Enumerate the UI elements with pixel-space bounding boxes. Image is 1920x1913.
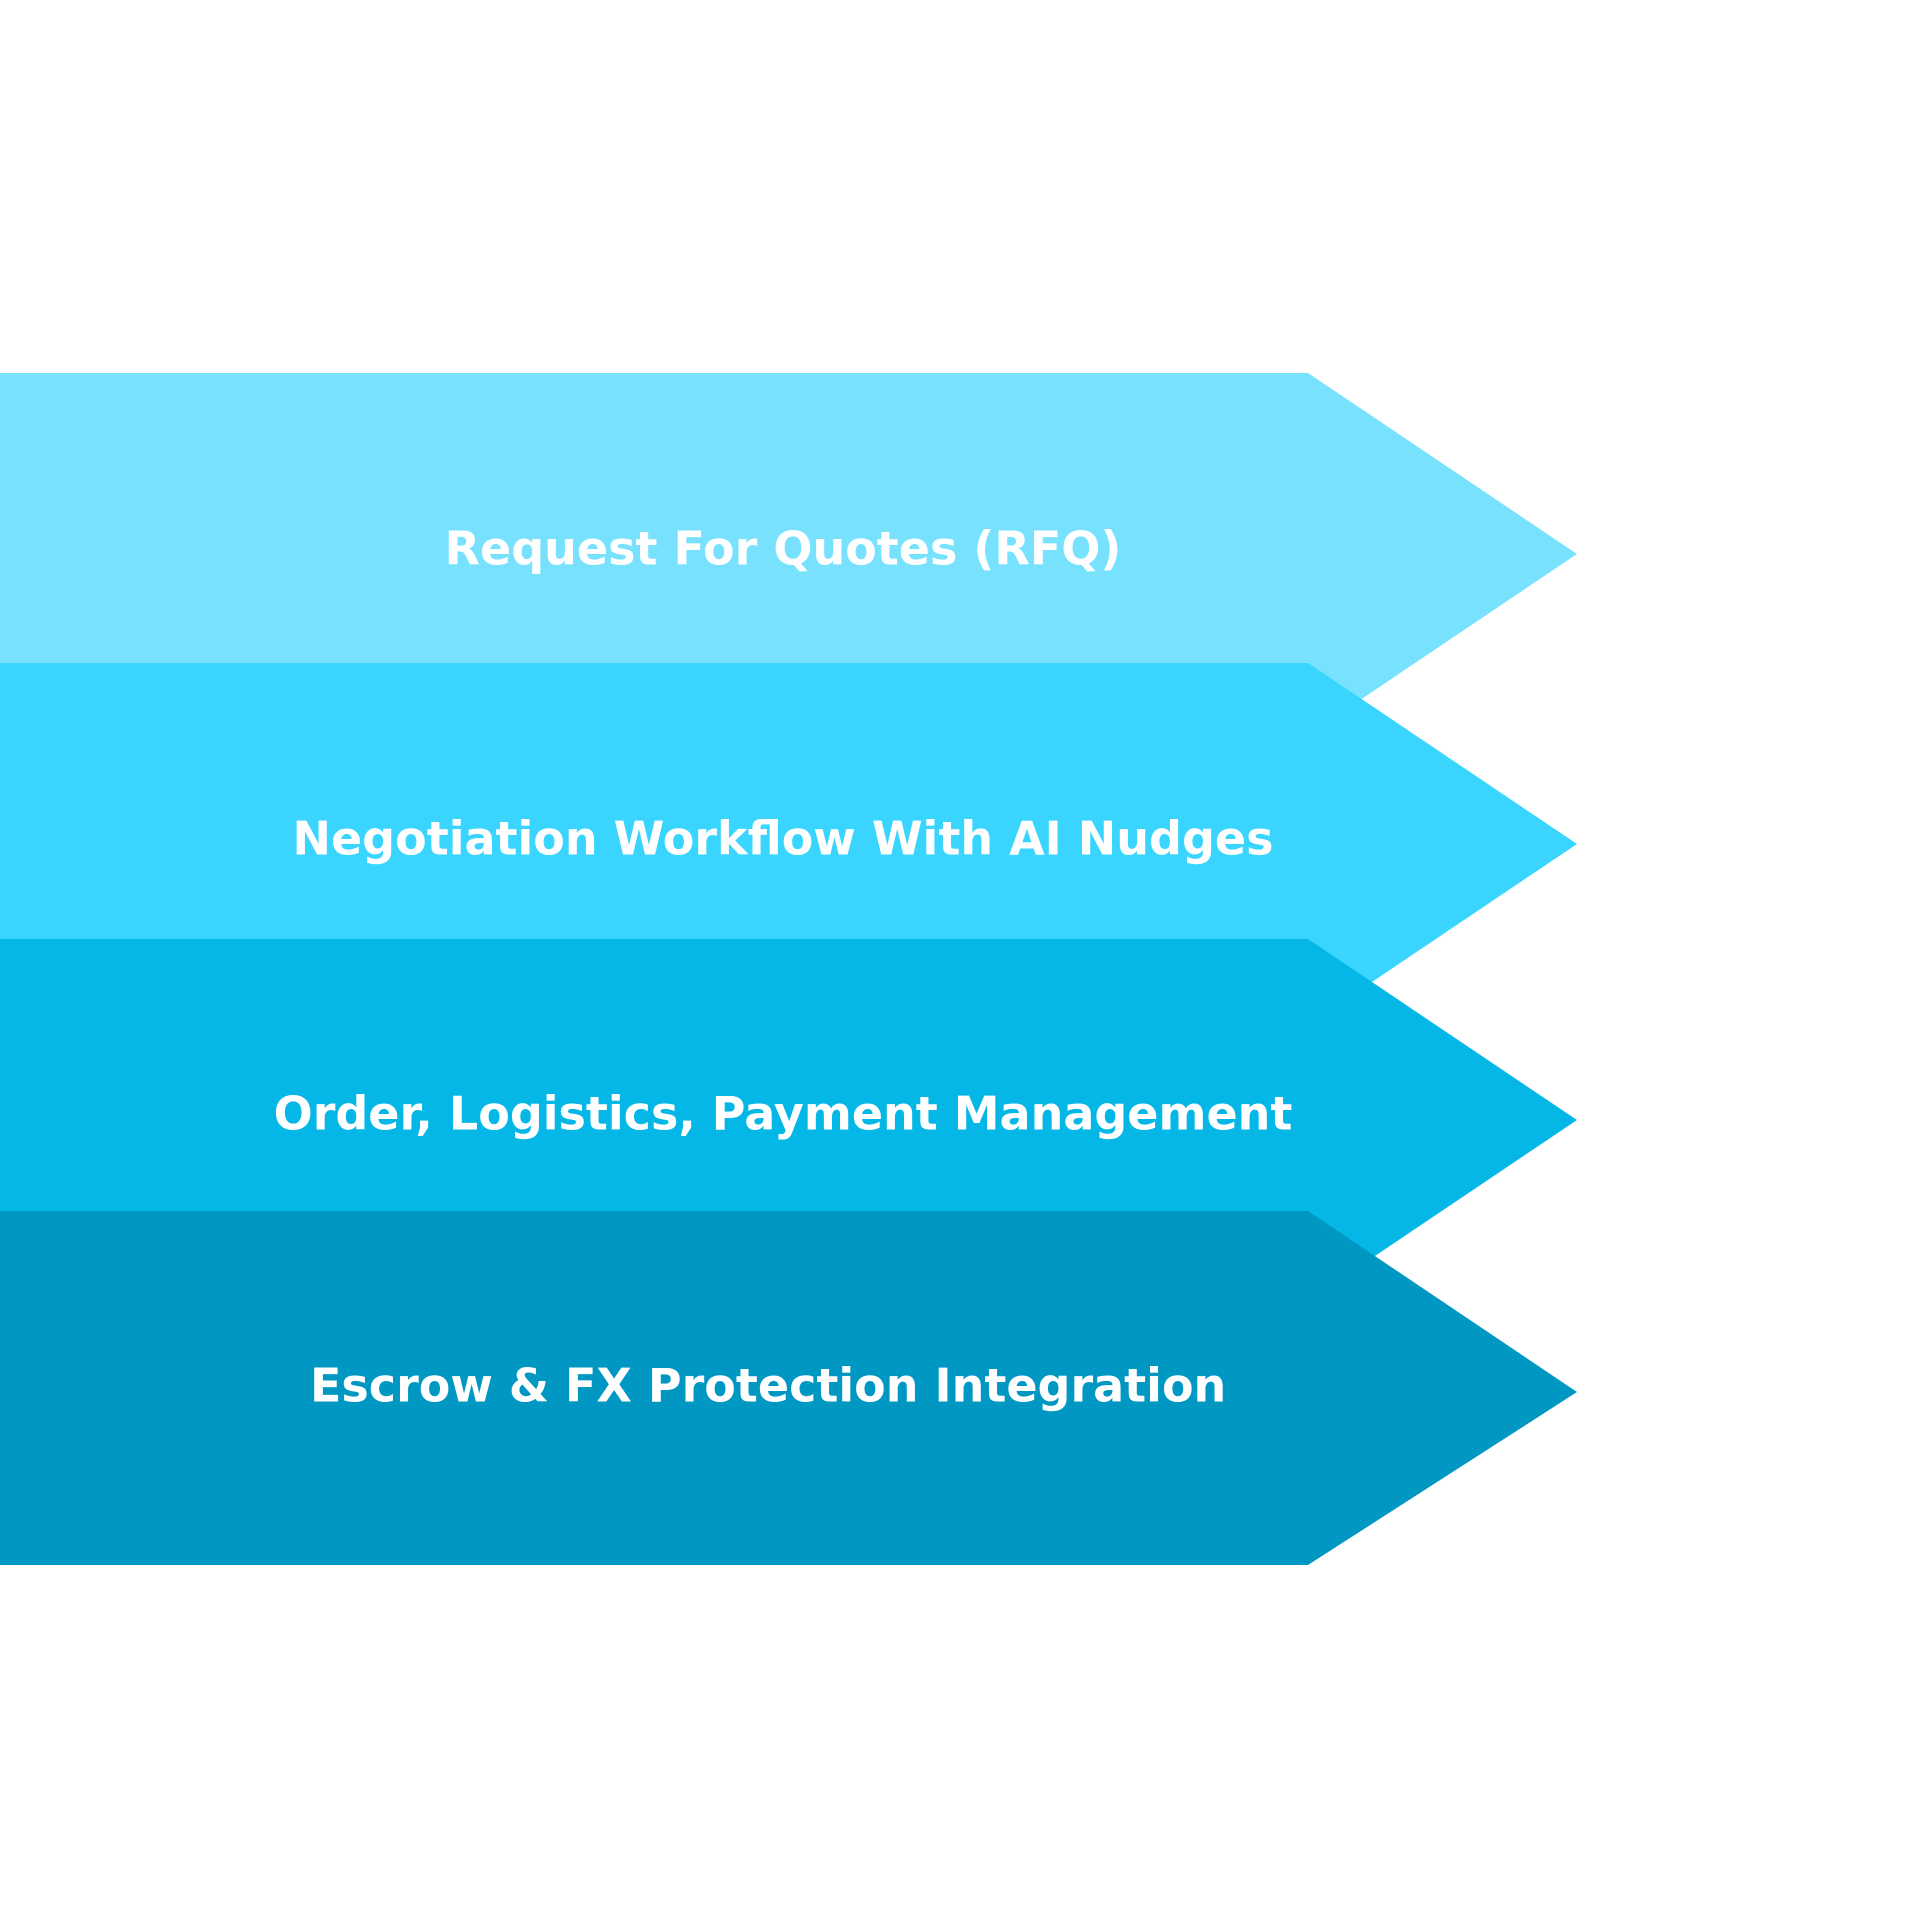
arrow-step-1: Request For Quotes (RFQ): [0, 373, 1577, 735]
arrow-step-3-shape: [0, 939, 1577, 1301]
arrow-step-3: Order, Logistics, Payment Management: [0, 939, 1577, 1301]
arrow-step-4-label: Escrow & FX Protection Integration: [310, 1359, 1226, 1413]
arrow-step-4-shape: [0, 1211, 1577, 1565]
arrow-step-1-shape: [0, 373, 1577, 735]
arrow-step-2-label: Negotiation Workflow With AI Nudges: [292, 812, 1273, 866]
arrow-step-4: Escrow & FX Protection Integration: [0, 1211, 1577, 1565]
arrow-step-3-label: Order, Logistics, Payment Management: [274, 1087, 1293, 1141]
arrow-step-2: Negotiation Workflow With AI Nudges: [0, 663, 1577, 1025]
arrow-step-1-label: Request For Quotes (RFQ): [445, 522, 1122, 576]
arrow-step-2-shape: [0, 663, 1577, 1025]
